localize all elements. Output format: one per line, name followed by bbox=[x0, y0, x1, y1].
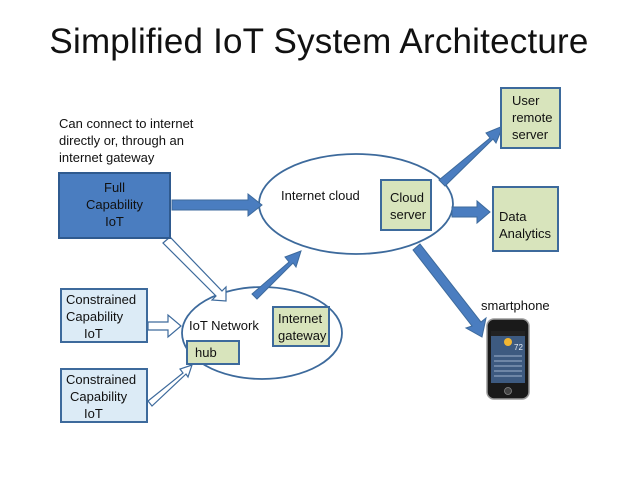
arrow-full-to-network bbox=[162, 236, 227, 302]
node-label: Data bbox=[499, 209, 527, 224]
node-label: remote bbox=[512, 110, 553, 125]
node-label: Capability bbox=[85, 197, 144, 212]
internet-gateway-node: Internet gateway bbox=[272, 306, 330, 347]
constrained-iot-node-1: Constrained Capability IoT bbox=[60, 288, 148, 343]
iot-network-label: IoT Network bbox=[189, 318, 259, 333]
node-label: Capability bbox=[66, 309, 124, 324]
node-label: Capability bbox=[70, 389, 128, 404]
user-remote-server-node: User remote server bbox=[500, 87, 561, 149]
node-label: Cloud bbox=[390, 190, 424, 205]
node-label: User bbox=[512, 93, 540, 108]
arrow-cloud-to-smartphone bbox=[412, 243, 487, 338]
node-label: Constrained bbox=[66, 372, 137, 387]
phone-temperature: 72 bbox=[514, 343, 523, 352]
arrow-cloud-to-analytics bbox=[451, 199, 491, 225]
note-line: directly or, through an bbox=[59, 133, 185, 148]
cloud-server-node: Cloud server bbox=[380, 179, 432, 231]
constrained-iot-node-2: Constrained Capability IoT bbox=[60, 368, 148, 423]
data-analytics-node: Data Analytics bbox=[492, 186, 559, 252]
node-label: gateway bbox=[278, 328, 327, 343]
page-title: Simplified IoT System Architecture bbox=[49, 22, 589, 61]
node-label: IoT bbox=[84, 326, 103, 341]
smartphone-icon: 72 bbox=[486, 318, 530, 400]
note-line: Can connect to internet bbox=[59, 116, 194, 131]
node-label: server bbox=[512, 127, 549, 142]
node-label: IoT bbox=[105, 214, 124, 229]
note-line: internet gateway bbox=[59, 150, 155, 165]
node-label: server bbox=[390, 207, 427, 222]
full-capability-iot-node: Full Capability IoT bbox=[58, 172, 171, 239]
arrow-network-to-cloud bbox=[251, 250, 302, 300]
arrow-constrained2-to-hub bbox=[147, 364, 193, 407]
node-label: Constrained bbox=[66, 292, 137, 307]
internet-cloud-label: Internet cloud bbox=[281, 188, 360, 203]
hub-node: hub bbox=[186, 340, 240, 365]
node-label: IoT bbox=[84, 406, 103, 421]
smartphone-label: smartphone bbox=[481, 298, 550, 313]
node-label: Analytics bbox=[499, 226, 552, 241]
arrow-cloud-to-user-server bbox=[438, 125, 504, 187]
arrow-constrained1-to-network bbox=[147, 313, 182, 339]
node-label: Full bbox=[104, 180, 125, 195]
arrow-full-to-cloud bbox=[171, 192, 263, 218]
node-label: Internet bbox=[278, 311, 323, 326]
connectivity-note: Can connect to internet directly or, thr… bbox=[59, 115, 193, 166]
node-label: hub bbox=[195, 345, 217, 360]
